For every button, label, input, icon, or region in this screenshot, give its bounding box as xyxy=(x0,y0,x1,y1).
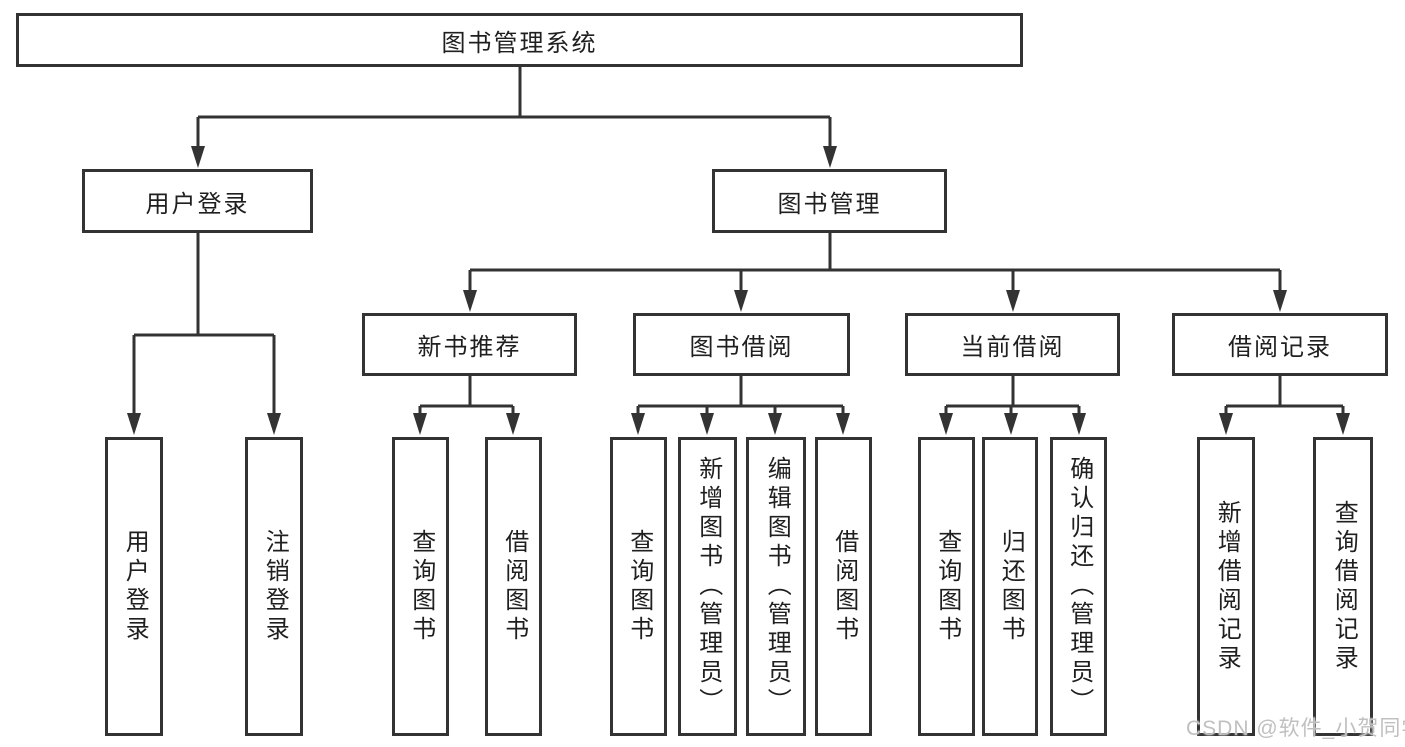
leaf-borrowing-add-book-admin: 新增图书（管理员） xyxy=(678,437,737,736)
node-label: 图书管理 xyxy=(777,190,882,218)
leaf-label: 查询图书 xyxy=(625,528,653,645)
leaf-current-confirm-return-admin: 确认归还（管理员） xyxy=(1050,437,1107,736)
node-label: 用户登录 xyxy=(145,190,250,218)
node-book-borrowing: 图书借阅 xyxy=(633,313,850,376)
leaf-label: 查询借阅记录 xyxy=(1330,499,1358,674)
leaf-label: 借阅图书 xyxy=(500,528,528,645)
leaf-label: 归还图书 xyxy=(997,528,1025,645)
node-library-management-system: 图书管理系统 xyxy=(16,13,1023,67)
leaf-records-query-record: 查询借阅记录 xyxy=(1313,437,1373,736)
leaf-current-return-book: 归还图书 xyxy=(982,437,1038,736)
leaf-label: 借阅图书 xyxy=(830,528,858,645)
leaf-label: 注销登录 xyxy=(261,528,289,645)
leaf-user-login: 用户登录 xyxy=(105,437,163,736)
leaf-label: 编辑图书（管理员） xyxy=(763,456,791,717)
leaf-label: 查询图书 xyxy=(407,528,435,645)
leaf-borrowing-edit-book-admin: 编辑图书（管理员） xyxy=(746,437,806,736)
csdn-watermark: CSDN @软件_小贺同学 xyxy=(1186,717,1405,740)
node-current-borrowing: 当前借阅 xyxy=(905,313,1120,376)
leaf-label: 用户登录 xyxy=(121,528,149,645)
leaf-current-query-book: 查询图书 xyxy=(918,437,975,736)
node-label: 新书推荐 xyxy=(417,334,522,361)
leaf-label: 确认归还（管理员） xyxy=(1065,456,1093,717)
leaf-records-add-record: 新增借阅记录 xyxy=(1197,437,1255,736)
leaf-recommend-query-book: 查询图书 xyxy=(392,437,449,736)
leaf-borrowing-borrow-book: 借阅图书 xyxy=(815,437,872,736)
leaf-borrowing-query-book: 查询图书 xyxy=(610,437,667,736)
node-borrowing-records: 借阅记录 xyxy=(1172,313,1388,376)
leaf-logout: 注销登录 xyxy=(245,437,303,736)
node-book-management: 图书管理 xyxy=(712,169,947,233)
leaf-label: 新增借阅记录 xyxy=(1213,499,1241,674)
leaf-label: 新增图书（管理员） xyxy=(694,456,722,717)
node-label: 图书借阅 xyxy=(689,334,794,361)
leaf-recommend-borrow-book: 借阅图书 xyxy=(485,437,542,736)
leaf-label: 查询图书 xyxy=(933,528,961,645)
node-new-book-recommend: 新书推荐 xyxy=(362,313,577,376)
node-label: 借阅记录 xyxy=(1228,334,1332,361)
node-label: 图书管理系统 xyxy=(441,29,598,57)
node-user-login: 用户登录 xyxy=(82,169,313,233)
node-label: 当前借阅 xyxy=(960,334,1065,361)
